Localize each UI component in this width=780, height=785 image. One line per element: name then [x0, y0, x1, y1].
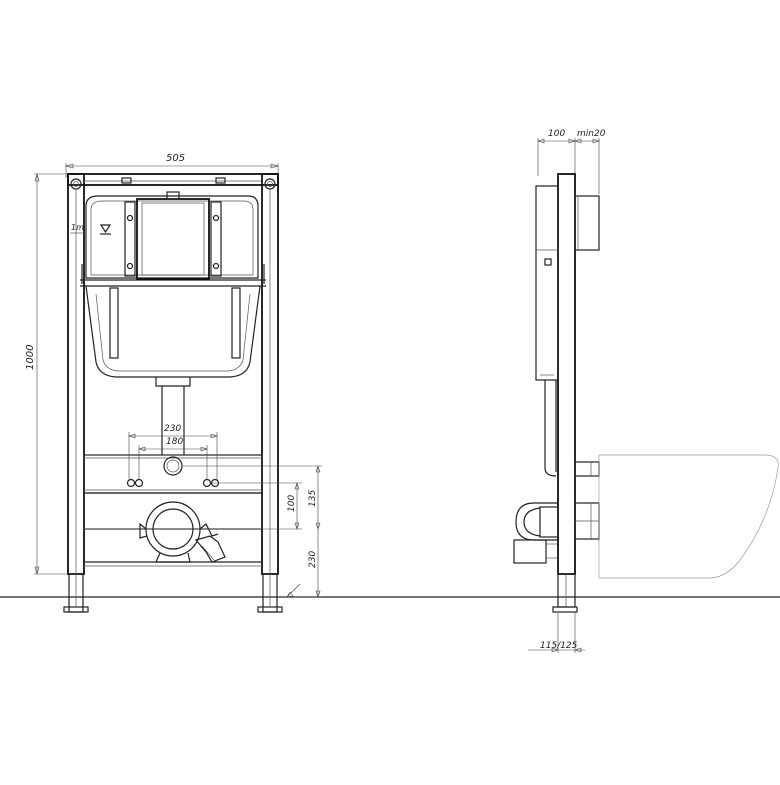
- cistern: 1m: [70, 191, 266, 387]
- stud-spacing-dimensions: 230 180: [128, 424, 218, 480]
- dim-180: 180: [166, 437, 183, 447]
- dim-135: 135: [308, 490, 318, 507]
- height-dimension: 1000: [25, 172, 70, 576]
- mount-hole-left: [70, 178, 82, 190]
- side-view: 100 min20: [513, 129, 779, 653]
- drain-pipe: [139, 501, 226, 563]
- width-dimension: 505: [64, 153, 280, 178]
- dim-230-side: 230: [308, 551, 318, 568]
- side-dim-min20: min20: [577, 129, 606, 139]
- front-view: 505 1000: [25, 153, 322, 613]
- height-dimensions-right: 100 135 230: [182, 465, 322, 598]
- side-flush-plate: [574, 195, 600, 251]
- wall-hung-toilet-outline: [598, 454, 779, 579]
- side-frame: [557, 173, 576, 575]
- side-top-dimensions: 100 min20: [537, 129, 606, 194]
- dim-230-top: 230: [164, 424, 181, 434]
- dim-100-front: 100: [287, 495, 297, 512]
- flush-plate-opening: [136, 198, 210, 280]
- frame-top-rail: [67, 173, 279, 186]
- side-dim-100: 100: [548, 129, 565, 139]
- height-label: 1000: [25, 345, 36, 370]
- mount-hole-right: [264, 178, 276, 190]
- width-label: 505: [166, 153, 185, 164]
- level-triangle-icon: [99, 224, 112, 234]
- side-cistern: [535, 185, 559, 381]
- side-drain-elbow: [513, 502, 559, 564]
- side-leg: [557, 573, 576, 608]
- floor-level-icon: [286, 591, 294, 598]
- rear-crossbar: [83, 454, 263, 494]
- level-mark-label: 1m: [71, 223, 84, 232]
- side-dim-115-125: 115/125: [540, 641, 578, 651]
- side-bottom-dimension: 115/125: [528, 612, 585, 653]
- wc-stud-hole: [126, 478, 136, 488]
